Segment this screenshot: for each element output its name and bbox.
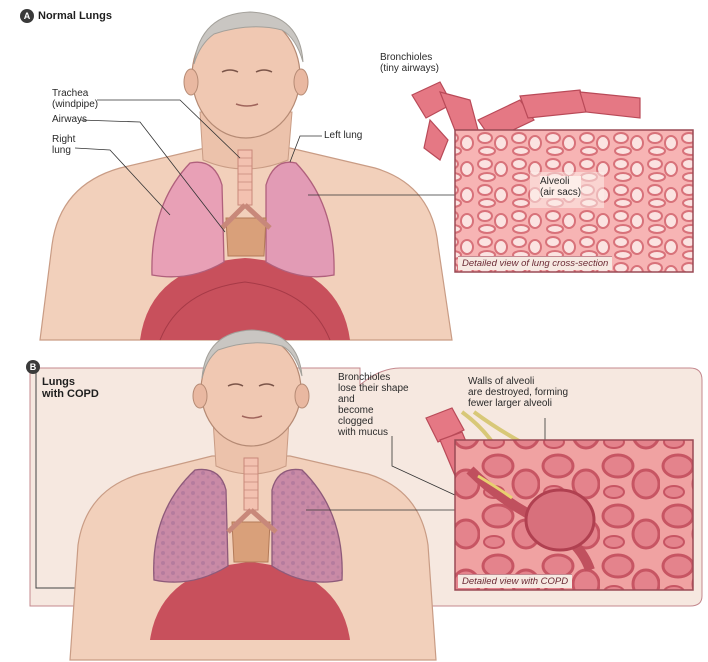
panel-a-badge: A — [20, 9, 34, 23]
heart-b — [232, 522, 270, 562]
label-right-lung: Right lung — [52, 134, 75, 156]
label-alveoli: Alveoli (air sacs) — [540, 176, 581, 198]
label-bronchioles-b: Bronchioles lose their shape and become … — [338, 372, 409, 438]
label-alveoli-walls: Walls of alveoli are destroyed, forming … — [468, 376, 568, 409]
panel-b-title: Lungs with COPD — [42, 376, 99, 400]
heart-a — [226, 218, 266, 256]
label-bronchioles-a: Bronchioles (tiny airways) — [380, 52, 439, 74]
panel-b-caption: Detailed view with COPD — [458, 574, 572, 588]
label-left-lung: Left lung — [324, 130, 362, 141]
panel-b-badge: B — [26, 360, 40, 374]
label-airways: Airways — [52, 114, 87, 125]
panel-a-caption: Detailed view of lung cross-section — [458, 256, 612, 270]
panel-a — [40, 12, 693, 340]
panel-a-title: Normal Lungs — [38, 10, 112, 22]
label-trachea: Trachea (windpipe) — [52, 88, 98, 110]
